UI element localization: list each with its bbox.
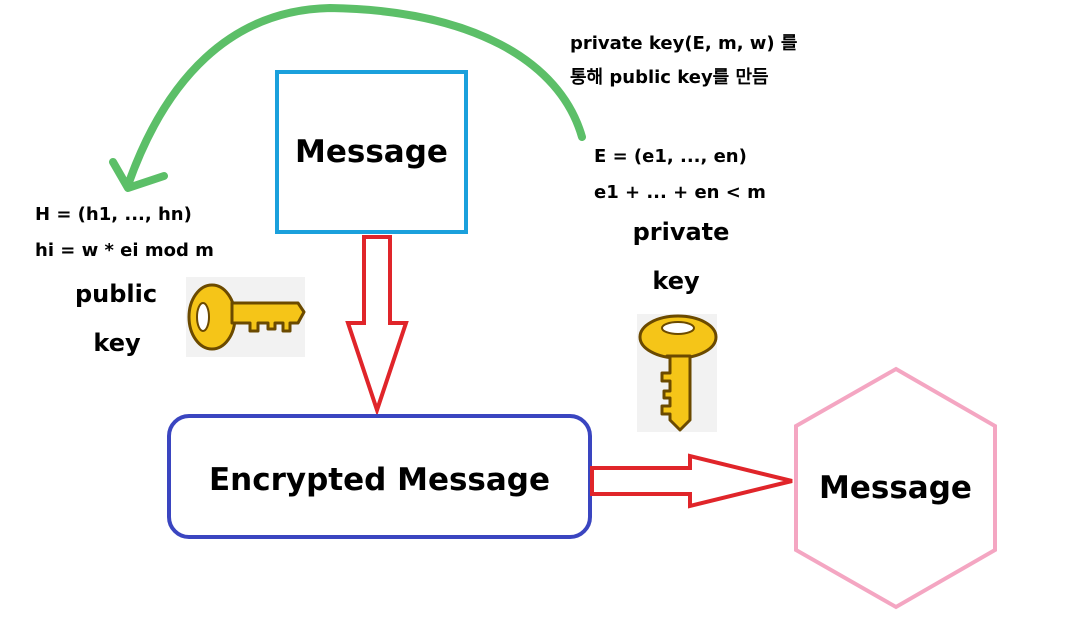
note-line-1: private key(E, m, w) 를 [570, 33, 798, 54]
message-box-top [275, 70, 468, 234]
hexagon [794, 366, 997, 610]
curved-arrow [124, 3, 586, 189]
private-key-label-line-1: private [632, 218, 730, 246]
right-arrow [590, 453, 793, 509]
note-line-2: 통해 public key를 만듬 [570, 67, 769, 88]
private-key-label-line-2: key [652, 267, 700, 295]
encrypted-message-label: Encrypted Message [208, 461, 551, 498]
down-arrow [345, 235, 409, 417]
public-key-label-line-2: key [93, 329, 141, 357]
private-key-icon [637, 314, 718, 432]
public-formula-line-1: H = (h1, ..., hn) [35, 204, 192, 225]
public-key-label-line-1: public [74, 280, 158, 308]
private-formula-line-1: E = (e1, ..., en) [594, 146, 747, 167]
curved-arrow-head [109, 158, 168, 192]
result-message-label: Message [819, 470, 972, 506]
message-box-label: Message [295, 134, 448, 170]
private-formula-line-2: e1 + ... + en < m [594, 182, 766, 203]
public-key-icon [186, 277, 306, 357]
public-formula-line-2: hi = w * ei mod m [35, 240, 214, 261]
